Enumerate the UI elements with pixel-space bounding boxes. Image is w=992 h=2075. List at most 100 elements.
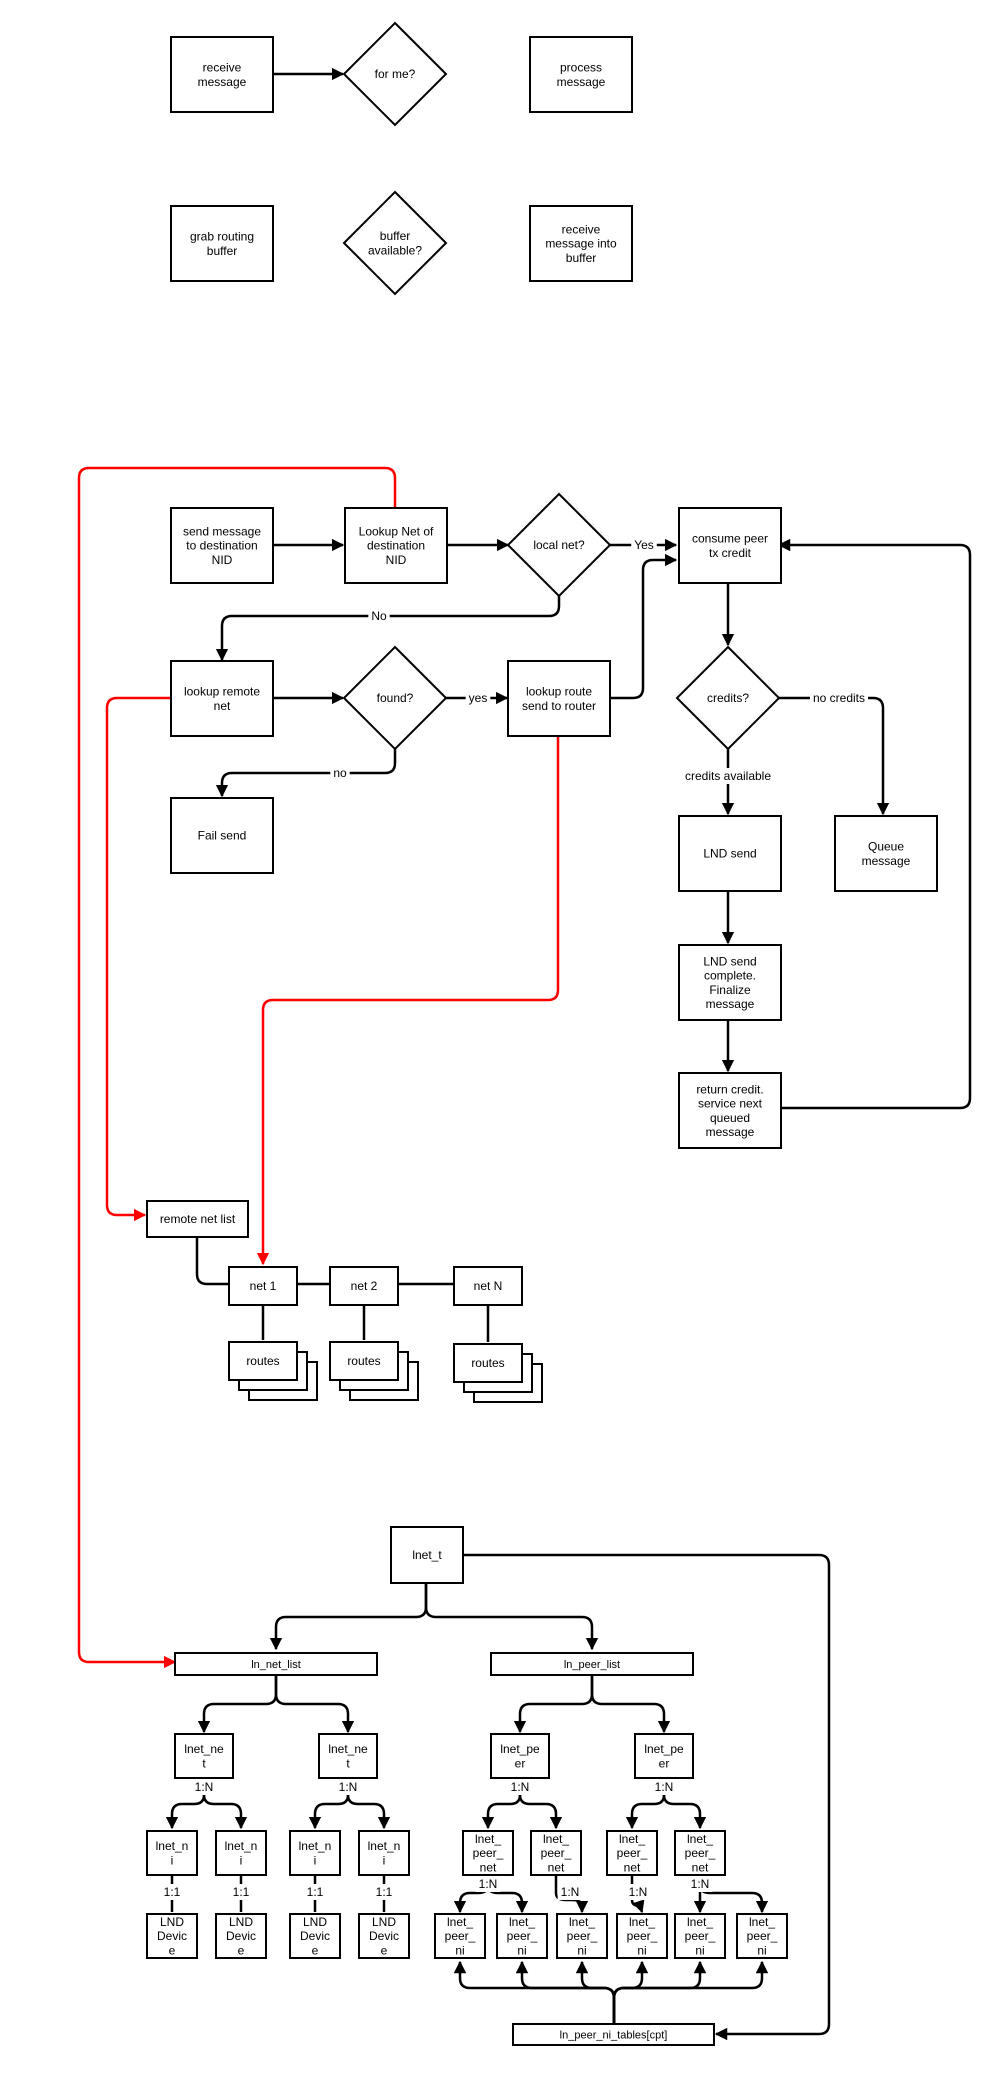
edge-remotenetlist-to-net1	[195, 1233, 229, 1286]
edge-tables-to-peerni1	[453, 1960, 616, 2024]
edge-found-no	[215, 749, 397, 798]
label-found-yes: yes	[465, 690, 491, 706]
for-me-decision: for me?	[342, 21, 448, 127]
label-peernet2-1toN: 1:N	[557, 1884, 583, 1900]
ln-peer-list-box-label: ln_peer_list	[564, 1659, 620, 1671]
label-local-net-no: No	[368, 608, 390, 624]
lnet-peer-ni-box-1-label: lnet_peer_ni	[445, 1915, 476, 1957]
label-lnetnet2-1toN: 1:N	[335, 1779, 361, 1795]
net-n-box-label: net N	[474, 1279, 503, 1293]
label-found-no: no	[330, 765, 350, 781]
label-ni2-1to1: 1:1	[229, 1884, 253, 1900]
local-net-decision-label: local net?	[533, 538, 585, 552]
label-lnetnet1-1toN: 1:N	[191, 1779, 217, 1795]
edge-lnett-to-lnpeerlist	[424, 1583, 599, 1651]
edge-tables-to-peerni2	[515, 1960, 616, 2024]
routes-stack-3: routes	[453, 1343, 543, 1403]
routes-stack-2-label: routes	[347, 1354, 380, 1368]
label-lnetpeer2-1toN: 1:N	[651, 1779, 677, 1795]
edge-tables-to-peerni4	[612, 1960, 649, 2024]
lnet-peer-ni-box-4: lnet_peer_ni	[616, 1913, 668, 1959]
label-found-yes-text: yes	[469, 691, 488, 705]
lnet-t-box: lnet_t	[390, 1526, 464, 1584]
label-no-credits-text: no credits	[813, 691, 865, 705]
routes-stack-2: routes	[329, 1341, 419, 1401]
ln-net-list-box-label: ln_net_list	[251, 1659, 301, 1671]
routes-stack-1: routes	[228, 1341, 318, 1401]
ln-net-list-box: ln_net_list	[174, 1652, 378, 1676]
credits-decision: credits?	[675, 645, 781, 751]
label-peernet1-1toN-text: 1:N	[479, 1877, 498, 1891]
lnet-peer-ni-box-2: lnet_peer_ni	[496, 1913, 548, 1959]
lnet-peer-ni-box-1: lnet_peer_ni	[434, 1913, 486, 1959]
lnet-peer-ni-box-6: lnet_peer_ni	[736, 1913, 788, 1959]
edge-lnett-to-peernitables	[463, 1553, 831, 2041]
edge-tables-to-peerni5	[612, 1960, 707, 2024]
label-ni2-1to1-text: 1:1	[233, 1885, 250, 1899]
ln-peer-list-box: ln_peer_list	[490, 1652, 694, 1676]
edge-lnpeerlist-to-lnetpeer2	[590, 1674, 671, 1734]
lnet-peer-net-box-4-label: lnet_peer_net	[685, 1832, 716, 1874]
edge-lnpeerlist-to-lnetpeer1	[513, 1674, 594, 1734]
label-local-net-yes: Yes	[631, 537, 657, 553]
lnet-peer-ni-box-3-label: lnet_peer_ni	[567, 1915, 598, 1957]
edge-red-lookupremote-to-remotenetlist	[105, 696, 171, 1222]
lnet-peer-net-box-1-label: lnet_peer_net	[473, 1832, 504, 1874]
edge-credits-nocredits	[779, 696, 890, 816]
label-peernet2-1toN-text: 1:N	[561, 1885, 580, 1899]
lnet-peer-ni-box-5: lnet_peer_ni	[674, 1913, 726, 1959]
local-net-decision: local net?	[506, 492, 612, 598]
label-ni3-1to1-text: 1:1	[307, 1885, 324, 1899]
edge-lnnetlist-to-lnetnet2	[274, 1674, 355, 1734]
lnet-t-box-label: lnet_t	[412, 1548, 442, 1562]
label-lnetpeer1-1toN: 1:N	[507, 1779, 533, 1795]
label-ni4-1to1: 1:1	[372, 1884, 396, 1900]
label-ni1-1to1: 1:1	[160, 1884, 184, 1900]
for-me-decision-label: for me?	[375, 67, 416, 81]
label-lnetnet1-1toN-text: 1:N	[195, 1780, 214, 1794]
label-peernet1-1toN: 1:N	[475, 1876, 501, 1892]
label-ni1-1to1-text: 1:1	[164, 1885, 181, 1899]
lnet-peer-net-box-2-label: lnet_peer_net	[541, 1832, 572, 1874]
edge-peernet3-to-peerni4	[630, 1876, 645, 1914]
lnet-peer-ni-box-2-label: lnet_peer_ni	[507, 1915, 538, 1957]
edge-peer2-to-peernet2	[662, 1778, 707, 1830]
label-found-no-text: no	[333, 766, 347, 780]
fail-send-box: Fail send	[170, 797, 274, 874]
lnet-peer-net-box-3-label: lnet_peer_net	[617, 1832, 648, 1874]
label-peernet3-1toN-text: 1:N	[629, 1885, 648, 1899]
label-lnetpeer1-1toN-text: 1:N	[511, 1780, 530, 1794]
